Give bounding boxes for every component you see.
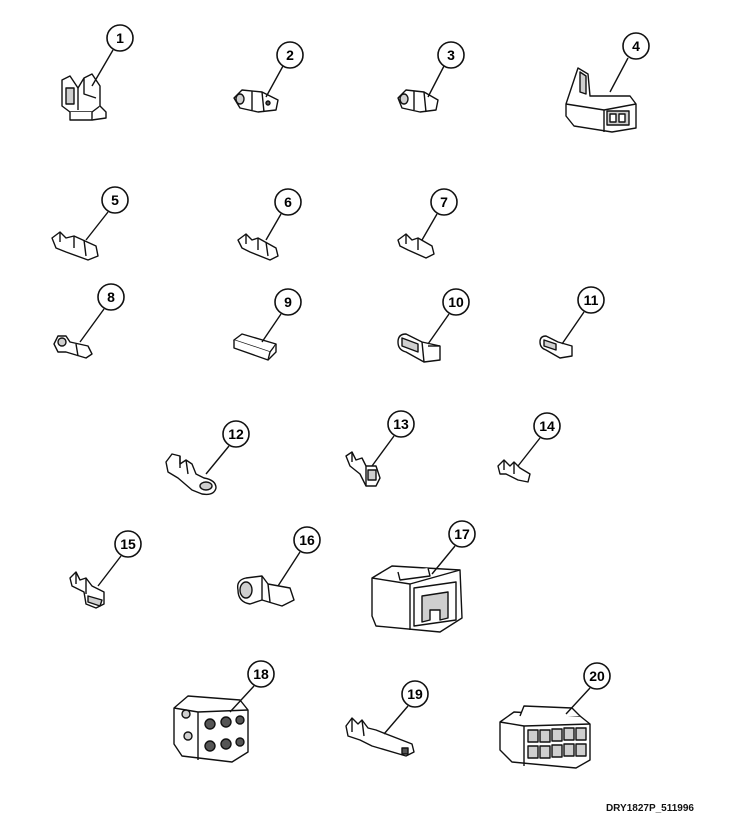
- callout-number: 5: [111, 192, 119, 208]
- callout-16: 16: [277, 526, 321, 587]
- callout-number: 15: [120, 536, 136, 552]
- callout-1: 1: [91, 24, 134, 87]
- callout-number: 20: [589, 668, 605, 684]
- flag-insulator-icon: [236, 575, 295, 607]
- callout-number: 1: [116, 30, 124, 46]
- callout-20: 20: [565, 662, 611, 715]
- callout-number: 13: [393, 416, 409, 432]
- callout-number: 14: [539, 418, 555, 434]
- clip-terminal-icon: [61, 73, 107, 121]
- callout-9: 9: [261, 288, 302, 343]
- quick-disconnect-terminal-icon: [237, 233, 279, 261]
- drawing-code-label: DRY1827P_511996: [605, 803, 694, 814]
- callout-number: 2: [286, 47, 294, 63]
- callout-6: 6: [265, 188, 302, 241]
- callout-10: 10: [427, 288, 470, 345]
- insulated-terminal-icon: [539, 335, 573, 359]
- callout-number: 7: [440, 194, 448, 210]
- callout-number: 12: [228, 426, 244, 442]
- callout-number: 19: [407, 686, 423, 702]
- pin-terminal-icon: [497, 459, 531, 483]
- callout-14: 14: [517, 412, 561, 467]
- callout-4: 4: [609, 32, 650, 93]
- callout-11: 11: [561, 286, 605, 345]
- two-pole-housing-icon: [371, 565, 463, 633]
- crimp-pin-icon: [345, 717, 415, 757]
- callout-number: 10: [448, 294, 464, 310]
- callout-8: 8: [79, 283, 125, 343]
- callout-5: 5: [85, 186, 129, 241]
- callout-number: 11: [584, 292, 599, 308]
- terminal-insulator-icon: [233, 333, 277, 361]
- callout-12: 12: [205, 420, 250, 475]
- callout-number: 17: [454, 526, 470, 542]
- callout-number: 3: [447, 47, 455, 63]
- connector-housing-icon: [565, 67, 637, 133]
- callout-number: 16: [299, 532, 315, 548]
- callout-2: 2: [265, 41, 304, 98]
- insulated-terminal-icon: [397, 333, 441, 363]
- flag-terminal-icon: [397, 89, 439, 113]
- callout-number: 8: [107, 289, 115, 305]
- callout-7: 7: [421, 188, 458, 241]
- callout-13: 13: [371, 410, 415, 467]
- ring-terminal-icon: [165, 453, 217, 496]
- female-terminal-icon: [69, 571, 105, 609]
- ten-pin-housing-icon: [499, 705, 591, 769]
- callout-number: 18: [253, 666, 269, 682]
- pin-terminal-icon: [345, 451, 381, 487]
- quick-disconnect-terminal-icon: [51, 231, 99, 261]
- callout-15: 15: [97, 530, 142, 587]
- six-pin-housing-icon: [173, 695, 249, 763]
- callout-number: 6: [284, 194, 292, 210]
- flag-terminal-icon: [233, 89, 279, 113]
- callout-number: 9: [284, 294, 292, 310]
- hook-terminal-icon: [53, 335, 93, 359]
- quick-disconnect-terminal-icon: [397, 233, 435, 259]
- callout-19: 19: [383, 680, 429, 735]
- callout-3: 3: [427, 41, 465, 98]
- callout-number: 4: [632, 38, 640, 54]
- callout-18: 18: [229, 660, 275, 713]
- callout-17: 17: [431, 520, 476, 575]
